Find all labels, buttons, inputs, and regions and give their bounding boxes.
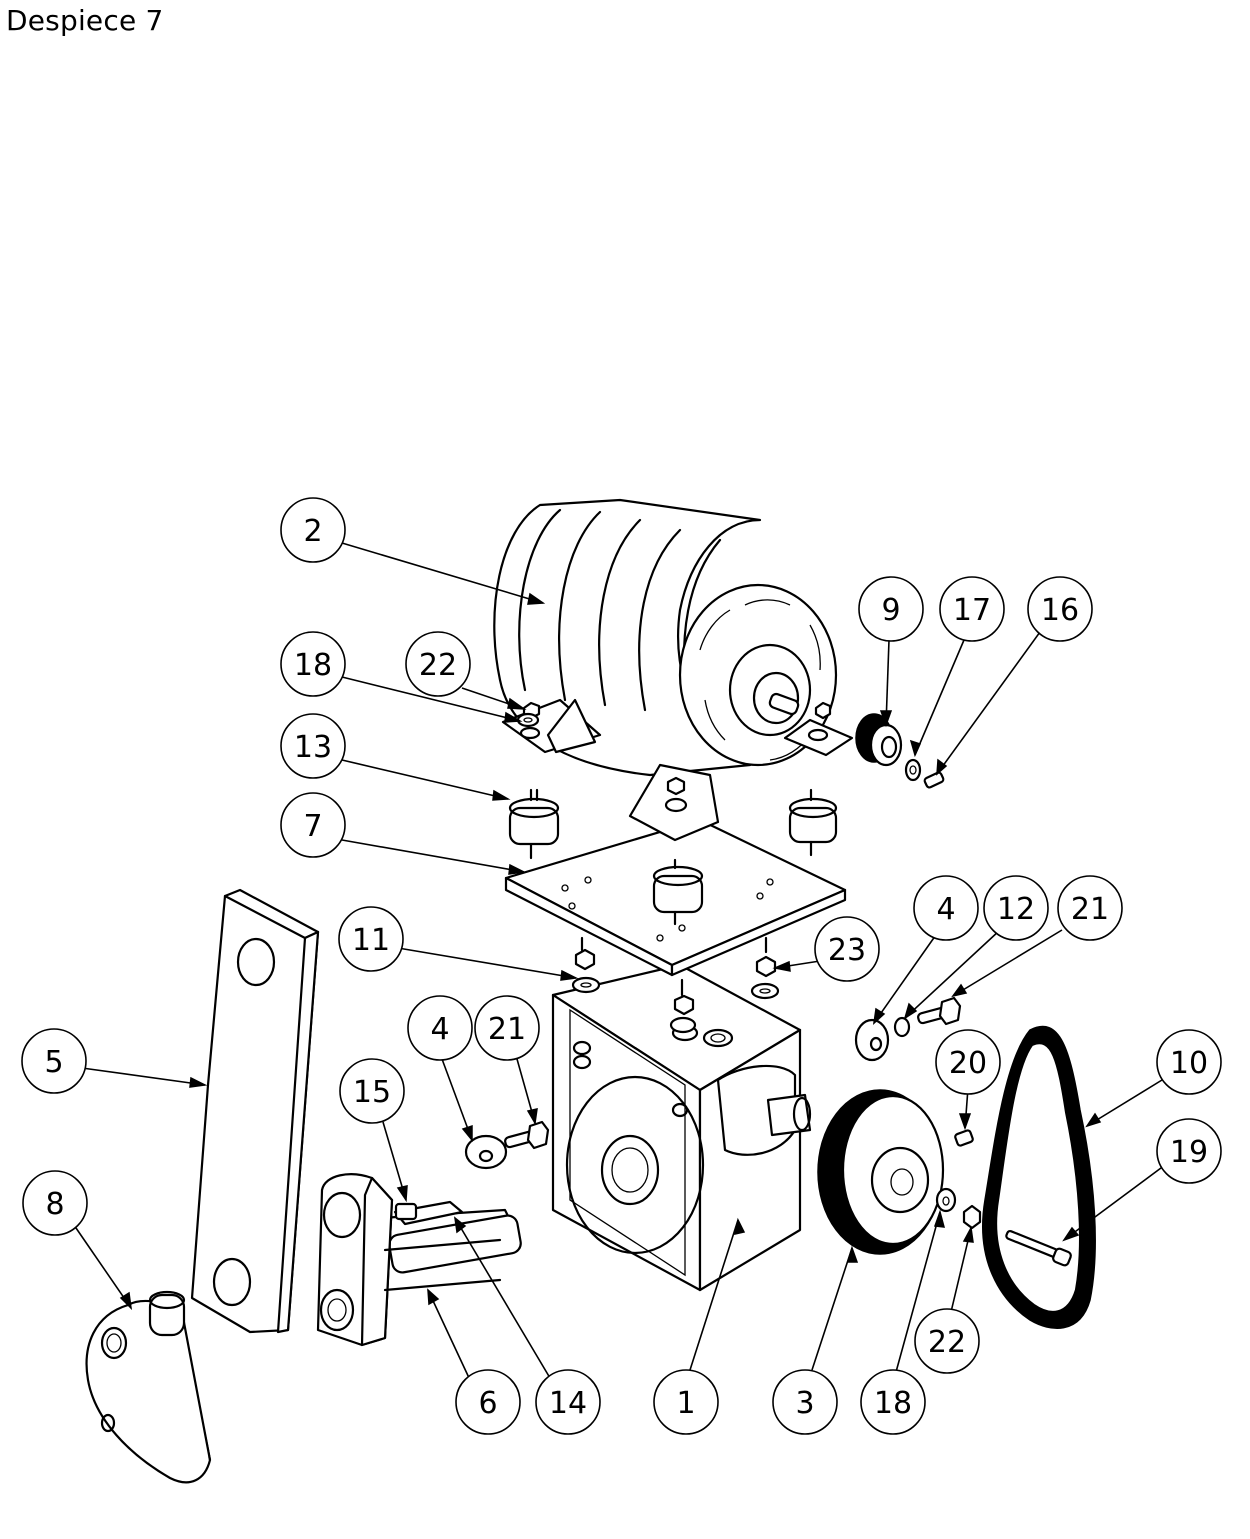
shaft-washer-left xyxy=(464,1134,508,1170)
svg-text:14: 14 xyxy=(549,1386,587,1421)
svg-text:22: 22 xyxy=(928,1325,966,1360)
svg-text:7: 7 xyxy=(303,809,322,844)
svg-text:11: 11 xyxy=(352,923,390,958)
balloon-4-left: 4 xyxy=(407,995,473,1061)
pin-part xyxy=(954,1129,974,1147)
cap-screw-part xyxy=(1005,1229,1072,1267)
balloon-6: 6 xyxy=(455,1369,521,1435)
balloon-8: 8 xyxy=(22,1170,88,1236)
svg-text:18: 18 xyxy=(874,1386,912,1421)
balloon-16: 16 xyxy=(1027,576,1093,642)
svg-text:20: 20 xyxy=(949,1046,987,1081)
rubber-mount-part xyxy=(508,788,838,926)
balloon-15: 15 xyxy=(339,1058,405,1124)
timing-belt-part xyxy=(982,1025,1096,1329)
svg-text:10: 10 xyxy=(1170,1046,1208,1081)
balloon-17: 17 xyxy=(939,576,1005,642)
balloon-20: 20 xyxy=(935,1029,1001,1095)
set-screw-part xyxy=(923,771,945,789)
balloon-23: 23 xyxy=(814,916,880,982)
hex-bolt-left xyxy=(504,1120,550,1150)
shaft-washer-right xyxy=(854,1016,911,1062)
balloon-10: 10 xyxy=(1156,1029,1222,1095)
balloon-22: 22 xyxy=(405,631,471,697)
balloon-1: 1 xyxy=(653,1369,719,1435)
svg-text:13: 13 xyxy=(294,730,332,765)
svg-text:12: 12 xyxy=(997,892,1035,927)
svg-text:16: 16 xyxy=(1041,593,1079,628)
svg-text:4: 4 xyxy=(430,1012,449,1047)
motor-fasteners xyxy=(516,701,832,796)
svg-text:17: 17 xyxy=(953,593,991,628)
cam-plate-part xyxy=(85,1290,212,1484)
motor-pulley-part xyxy=(855,713,903,767)
balloon-22-bottom: 22 xyxy=(914,1308,980,1374)
hex-bolt-right xyxy=(917,996,962,1026)
gear-pulley-part xyxy=(817,1089,945,1255)
svg-text:19: 19 xyxy=(1170,1135,1208,1170)
balloon-3: 3 xyxy=(772,1369,838,1435)
svg-text:15: 15 xyxy=(353,1075,391,1110)
balloon-13: 13 xyxy=(280,713,346,779)
balloon-18: 18 xyxy=(280,631,346,697)
balloon-21-right: 21 xyxy=(1057,875,1123,941)
balloon-18-bottom: 18 xyxy=(860,1369,926,1435)
key-part xyxy=(394,1202,418,1221)
balloon-5: 5 xyxy=(21,1028,87,1094)
electric-motor-part xyxy=(493,498,854,842)
balloon-4-right: 4 xyxy=(913,875,979,941)
svg-text:1: 1 xyxy=(676,1386,695,1421)
svg-text:22: 22 xyxy=(419,648,457,683)
small-washer-part xyxy=(904,758,922,782)
balloon-2: 2 xyxy=(280,497,346,563)
plate-fasteners xyxy=(571,936,780,1034)
svg-text:5: 5 xyxy=(44,1045,63,1080)
balloon-14: 14 xyxy=(535,1369,601,1435)
svg-text:2: 2 xyxy=(303,514,322,549)
link-bar-part xyxy=(190,888,320,1334)
page-title: Despiece 7 xyxy=(6,4,164,37)
crank-shaft-part xyxy=(316,1173,522,1347)
washer-part xyxy=(935,1187,957,1213)
balloon-19: 19 xyxy=(1156,1118,1222,1184)
svg-text:21: 21 xyxy=(1071,892,1109,927)
svg-text:23: 23 xyxy=(828,933,866,968)
svg-text:4: 4 xyxy=(936,892,955,927)
svg-text:9: 9 xyxy=(881,593,900,628)
balloon-12: 12 xyxy=(983,875,1049,941)
balloon-21-left: 21 xyxy=(474,995,540,1061)
svg-text:18: 18 xyxy=(294,648,332,683)
svg-text:3: 3 xyxy=(795,1386,814,1421)
leader-arrowheads xyxy=(119,592,1102,1311)
balloon-7: 7 xyxy=(280,792,346,858)
balloon-11: 11 xyxy=(338,906,404,972)
svg-text:6: 6 xyxy=(478,1386,497,1421)
svg-text:21: 21 xyxy=(488,1012,526,1047)
hex-nut-part xyxy=(962,1204,982,1230)
svg-text:8: 8 xyxy=(45,1187,64,1222)
balloon-9: 9 xyxy=(858,576,924,642)
